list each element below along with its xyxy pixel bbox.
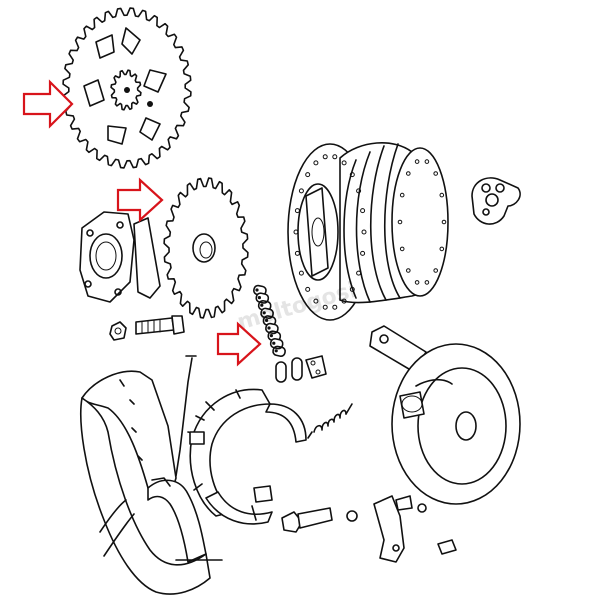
chain-pin [274, 349, 278, 353]
hub-flange-hole [414, 280, 420, 285]
hub-flange-hole [361, 229, 367, 235]
chain-link [272, 345, 286, 357]
hub-flange-hole [322, 304, 328, 310]
hub-flange-hole [313, 298, 319, 304]
hub-flange-hole [397, 219, 403, 225]
hub-flange-hole [341, 298, 347, 304]
hub-flange-hole [439, 192, 445, 198]
hub-cam-plate [471, 177, 521, 225]
drive-chain [253, 284, 286, 357]
hub-flange-hole [439, 246, 445, 252]
bolt-and-nut [109, 315, 185, 341]
hub-flange-hole [294, 250, 300, 256]
large-rear-sprocket [62, 7, 192, 169]
hub-flange-hole [313, 160, 319, 166]
chain-pin [272, 341, 276, 345]
hub-flange-hole [433, 268, 439, 273]
hub-flange-hole [414, 159, 420, 164]
hub-flange-hole [356, 270, 362, 276]
hub-flange-hole [433, 171, 439, 176]
hub-flange-hole [356, 188, 362, 194]
hub-flange-hole [399, 246, 405, 252]
brake-backing-plate [369, 325, 521, 505]
brake-cam-pin [151, 477, 457, 555]
chain-pin [260, 303, 264, 307]
arrow-small-sprocket [116, 177, 164, 223]
chain-pin [265, 318, 269, 322]
hub-flange-hole [341, 160, 347, 166]
chain-master-links [275, 355, 327, 383]
brake-cam-lever [281, 495, 427, 563]
arrow-chain [216, 321, 262, 367]
hub-flange-hole [424, 280, 430, 285]
small-rear-sprocket [163, 177, 249, 319]
chain-guard [80, 355, 223, 595]
hub-flange-hole [349, 286, 355, 292]
hub-flange-hole [332, 304, 338, 310]
sprocket-mounting-plate [79, 211, 161, 303]
hub-flange-hole [305, 172, 311, 178]
arrow-large-sprocket [22, 79, 74, 129]
hub-flange-hole [293, 229, 299, 235]
chain-pin [269, 334, 273, 338]
hub-flange-hole [294, 208, 300, 214]
chain-pin [255, 288, 259, 292]
hub-flange-hole [441, 219, 447, 225]
rear-wheel-hub [287, 142, 449, 321]
hub-flange-hole [406, 171, 411, 176]
chain-pin [262, 311, 266, 315]
hub-flange-hole [424, 159, 430, 164]
brake-shoes [187, 388, 307, 525]
brake-return-spring [307, 403, 353, 439]
chain-pin [257, 296, 261, 300]
hub-flange-hole [298, 188, 304, 194]
hub-flange-hole [322, 154, 328, 160]
hub-flange-hole [406, 268, 411, 273]
hub-flange-hole [332, 154, 338, 160]
hub-flange-hole [360, 250, 366, 256]
hub-flange-hole [360, 208, 366, 214]
hub-flange-hole [349, 172, 355, 178]
hub-flange-hole [305, 286, 311, 292]
chain-pin [267, 326, 271, 330]
hub-flange-hole [399, 192, 405, 198]
hub-flange-hole [298, 270, 304, 276]
